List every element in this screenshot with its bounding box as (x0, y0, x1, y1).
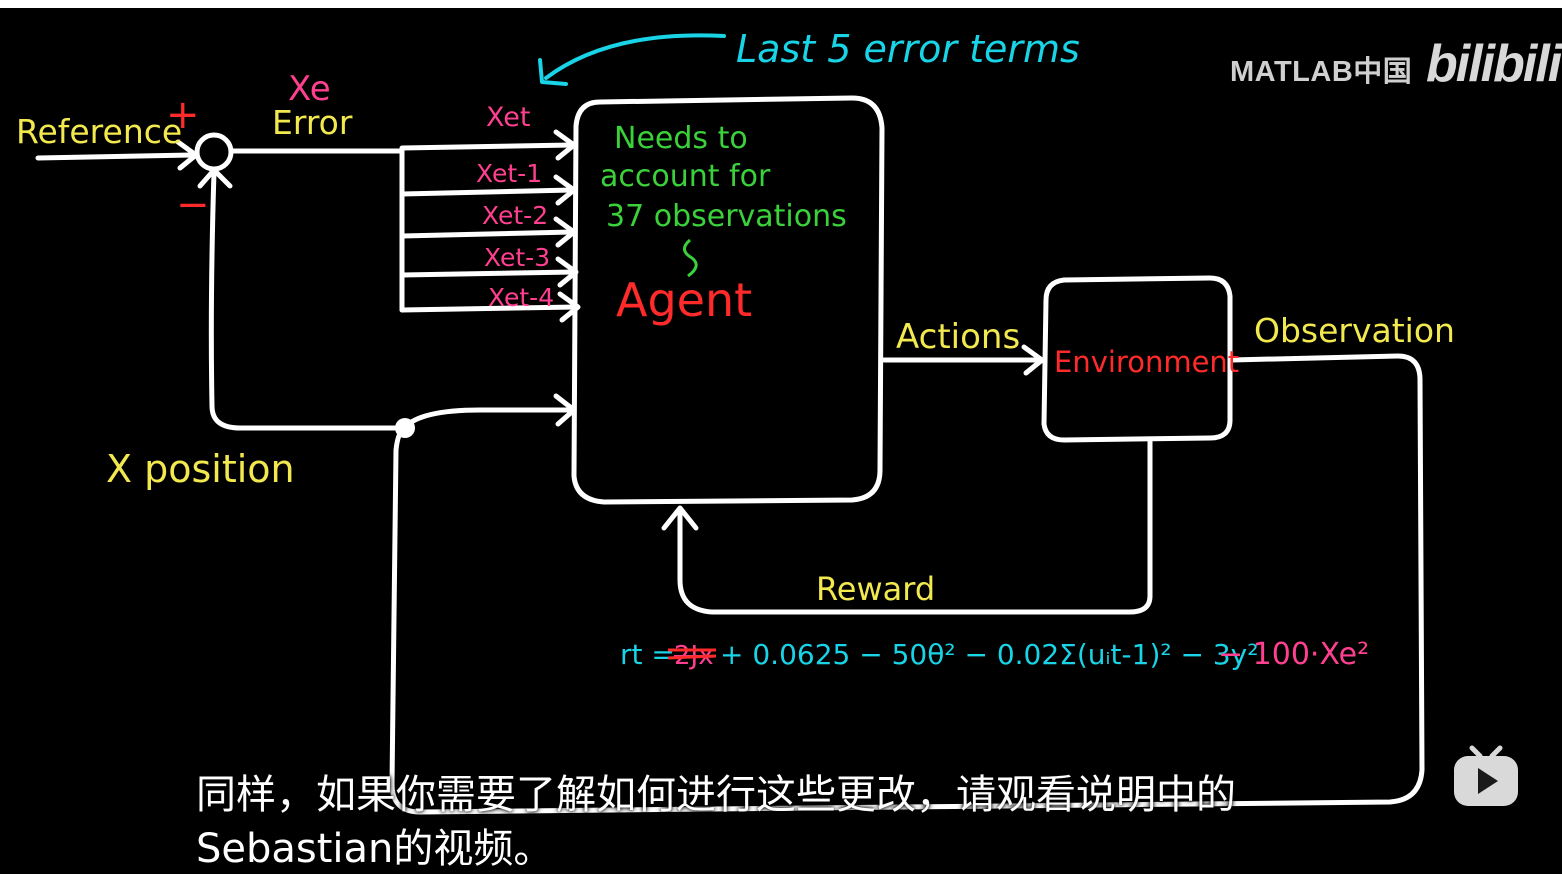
error-label: Error (272, 103, 353, 142)
xe-symbol: Xe (288, 69, 331, 109)
agent-block (571, 95, 885, 505)
xet3-line (399, 269, 577, 278)
play-button[interactable] (1452, 742, 1520, 808)
last-terms-label: Last 5 error terms (736, 27, 1080, 71)
reference-label: Reference (16, 112, 182, 151)
xet1-line (399, 187, 575, 197)
annotation-arrow (538, 33, 726, 86)
observation-loop (389, 353, 1425, 815)
x-position-horizontal (209, 403, 407, 431)
equation-lhs: rt = (620, 638, 675, 671)
bilibili-logo: bilibili (1426, 35, 1562, 93)
xet4-arrowhead (557, 291, 581, 323)
xet-line (399, 142, 575, 151)
observation-label: Observation (1254, 311, 1455, 350)
xet2-line (399, 229, 575, 239)
minus-sign: − (176, 182, 210, 228)
top-strip (0, 0, 1562, 8)
xet2-label: Xet-2 (482, 201, 548, 230)
actions-arrowhead (1021, 344, 1045, 376)
subtitle-line-2: Sebastian的视频。 (196, 826, 554, 872)
xet-label: Xet (486, 102, 530, 133)
matlab-watermark: MATLAB中国 (1230, 56, 1413, 88)
subtitle-line-1: 同样，如果你需要了解如何进行这些更改，请观看说明中的 (196, 772, 1236, 818)
xet4-line (399, 304, 579, 313)
feedback-vertical (208, 169, 217, 409)
reward-loop (677, 437, 1153, 615)
reward-arrowhead (661, 505, 699, 531)
xet1-label: Xet-1 (476, 159, 542, 188)
environment-label: Environment (1054, 345, 1239, 379)
branch-point (395, 418, 415, 438)
summing-junction (194, 132, 234, 172)
environment-block (1041, 275, 1233, 443)
play-icon (1454, 745, 1518, 806)
observations-label: 37 observations (606, 199, 847, 234)
agent-label: Agent (616, 273, 752, 327)
reference-line (35, 152, 195, 161)
reward-label: Reward (816, 570, 935, 608)
equation-strike-mark (667, 648, 717, 660)
equation-terms: + 0.0625 − 50θ² − 0.02Σ(uᵢt-1)² − 3y² (720, 638, 1258, 671)
equation-last-term: − 100·Xe² (1218, 637, 1369, 672)
xet4-label: Xet-4 (488, 283, 554, 312)
account-label: account for (600, 159, 771, 194)
actions-label: Actions (896, 317, 1020, 357)
observations-brace (683, 238, 698, 278)
feedback-arrowhead (197, 167, 233, 189)
x-position-label: X position (106, 447, 295, 491)
needs-label: Needs to (614, 121, 748, 156)
plus-sign: + (166, 92, 200, 138)
xet3-label: Xet-3 (484, 243, 550, 272)
x-position-to-agent (401, 407, 577, 431)
